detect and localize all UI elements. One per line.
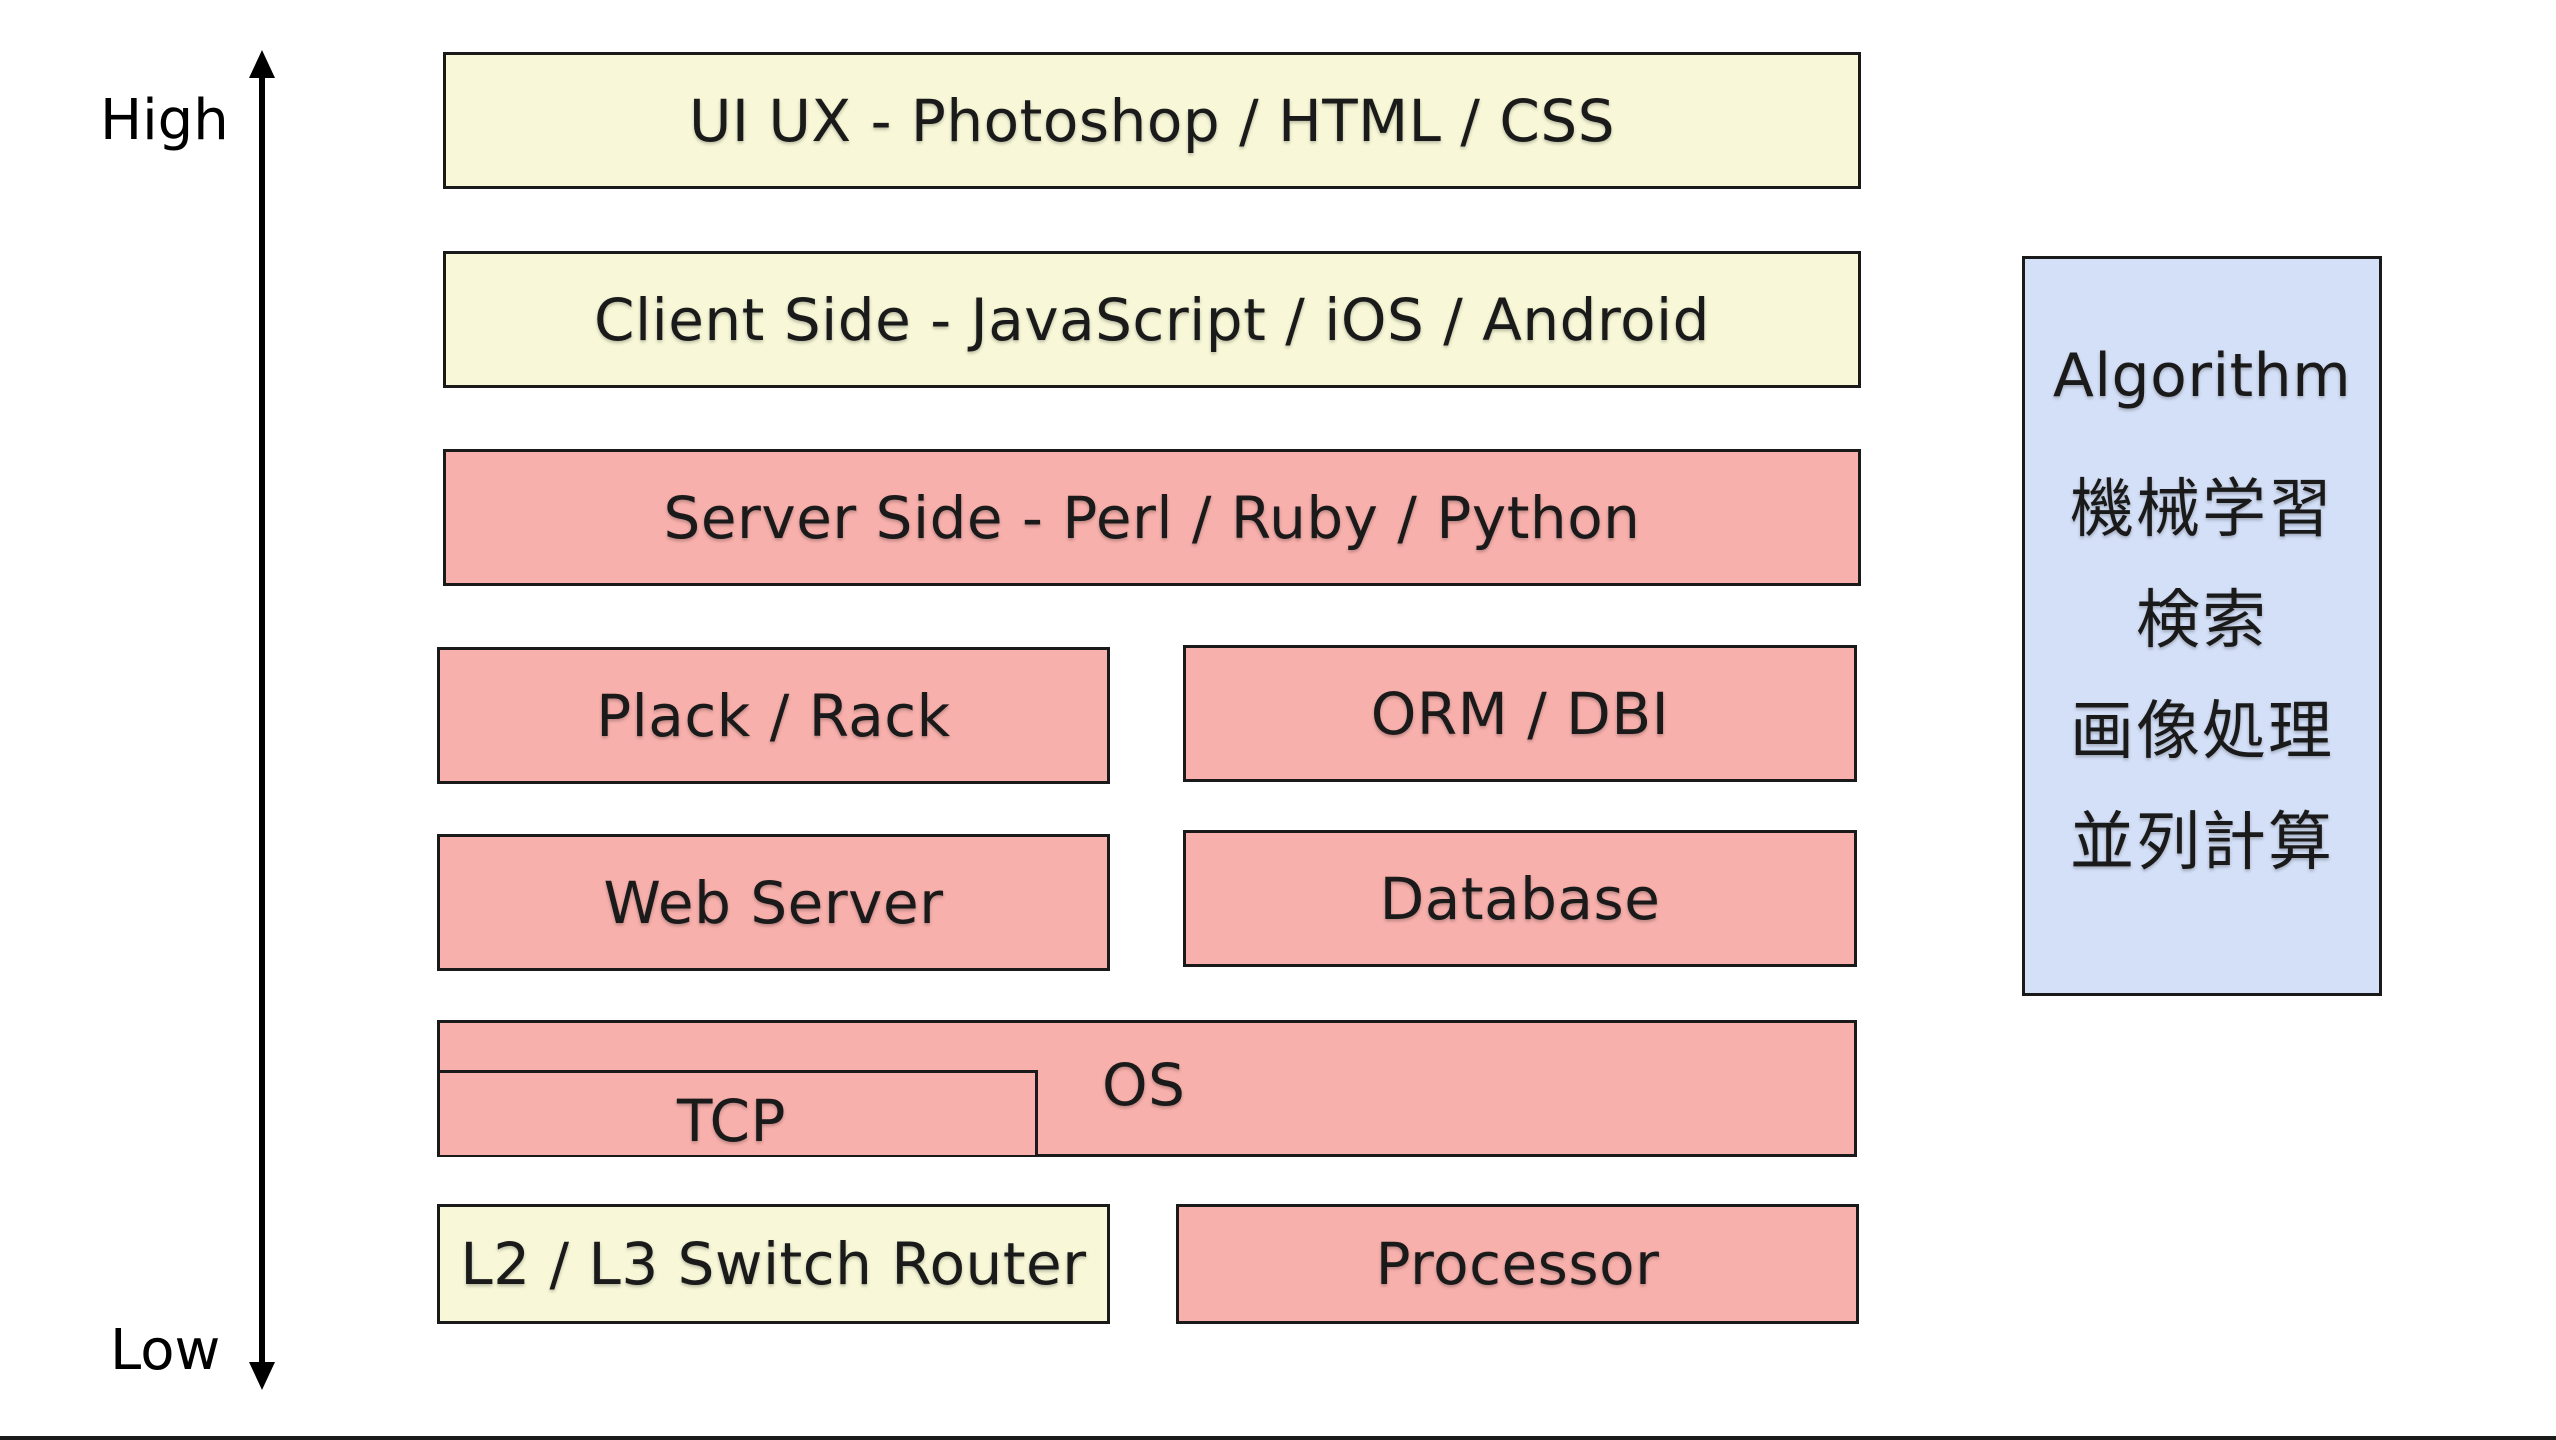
layer-client-side: Client Side - JavaScript / iOS / Android — [443, 251, 1861, 388]
layer-os: OS TCP — [437, 1020, 1857, 1157]
algorithm-item: 機械学習 — [2070, 473, 2334, 547]
layer-tcp-label: TCP — [677, 1087, 787, 1155]
algorithm-panel: Algorithm 機械学習 検索 画像処理 並列計算 — [2022, 256, 2382, 996]
layer-web-server: Web Server — [437, 834, 1110, 971]
layer-os-label: OS — [1102, 1051, 1186, 1119]
layer-plack-rack: Plack / Rack — [437, 647, 1110, 784]
algorithm-item: 検索 — [2136, 584, 2268, 658]
bottom-divider — [0, 1436, 2556, 1440]
layer-tcp: TCP — [440, 1070, 1038, 1155]
algorithm-item: 画像処理 — [2070, 695, 2334, 769]
high-low-axis-arrow — [249, 50, 275, 1390]
layer-switch-router: L2 / L3 Switch Router — [437, 1204, 1110, 1324]
layer-ui-ux: UI UX - Photoshop / HTML / CSS — [443, 52, 1861, 189]
layer-orm-dbi: ORM / DBI — [1183, 645, 1857, 782]
algorithm-title: Algorithm — [2052, 341, 2352, 411]
layer-database: Database — [1183, 830, 1857, 967]
axis-high-label: High — [100, 88, 229, 153]
algorithm-item: 並列計算 — [2070, 806, 2334, 880]
axis-low-label: Low — [110, 1318, 221, 1383]
layer-processor: Processor — [1176, 1204, 1859, 1324]
layer-server-side: Server Side - Perl / Ruby / Python — [443, 449, 1861, 586]
